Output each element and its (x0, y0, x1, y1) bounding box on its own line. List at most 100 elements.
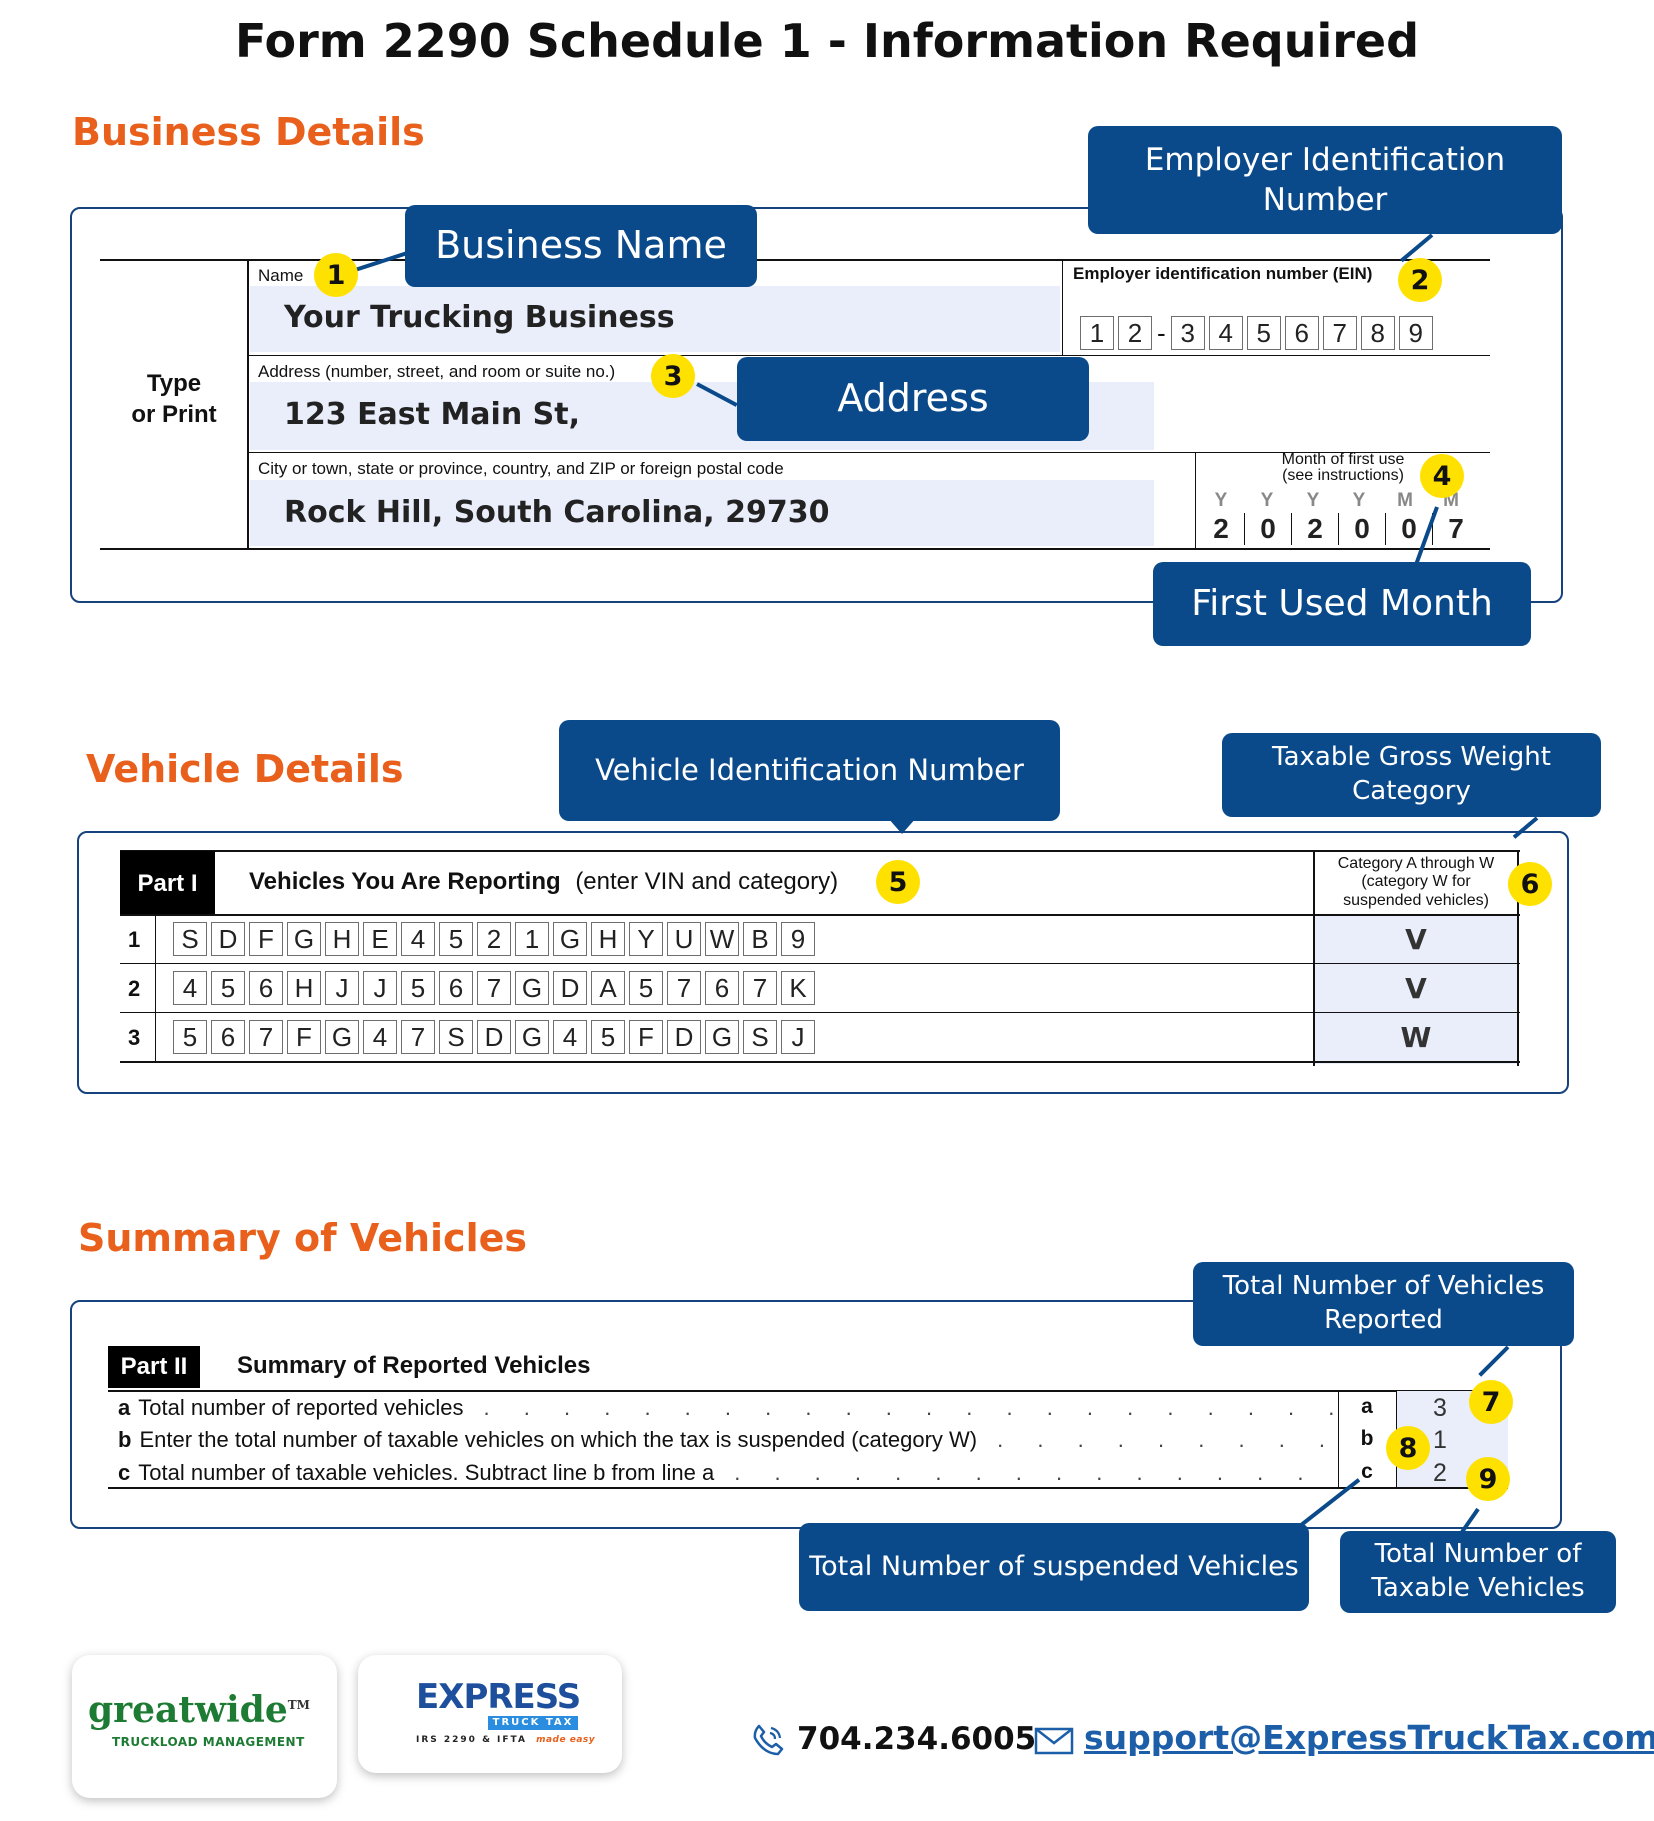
summary-line-value[interactable]: 3 (1433, 1394, 1447, 1422)
ein-digit-box[interactable]: 2 (1118, 316, 1152, 350)
vin-character-box[interactable]: 7 (401, 1020, 435, 1054)
vehicle-category-value[interactable]: V (1405, 972, 1427, 1005)
vin-character-box[interactable]: F (287, 1020, 321, 1054)
vin-character-box[interactable]: D (477, 1020, 511, 1054)
vin-character-box[interactable]: 5 (401, 971, 435, 1005)
vin-character-box[interactable]: 4 (173, 971, 207, 1005)
vin-character-box[interactable]: G (325, 1020, 359, 1054)
vehicle-row-number: 3 (128, 1025, 141, 1050)
vin-character-box[interactable]: 6 (249, 971, 283, 1005)
vin-row-rule-3 (120, 1061, 1520, 1063)
vin-character-box[interactable]: 5 (173, 1020, 207, 1054)
month-digit[interactable]: 7 (1432, 513, 1479, 545)
vin-character-box[interactable]: H (591, 922, 625, 956)
ein-digit-box[interactable]: 6 (1284, 316, 1319, 350)
month-digit[interactable]: 0 (1385, 513, 1432, 545)
vin-character-box[interactable]: G (287, 922, 321, 956)
category-header: Category A through W (category W for sus… (1316, 855, 1516, 910)
ein-digit-box[interactable]: 8 (1360, 316, 1395, 350)
month-digit[interactable]: 0 (1338, 513, 1385, 545)
vehicle-category-value[interactable]: W (1400, 1021, 1432, 1054)
ein-digit-box[interactable]: 1 (1080, 316, 1114, 350)
vin-character-box[interactable]: J (781, 1020, 815, 1054)
summary-line-code: a (1361, 1395, 1373, 1418)
vin-character-box[interactable]: 1 (515, 922, 549, 956)
summary-line-value[interactable]: 2 (1433, 1459, 1447, 1487)
ein-digit-box[interactable]: 7 (1322, 316, 1357, 350)
month-label: Month of first use (see instructions) (1238, 452, 1448, 484)
vin-character-box[interactable]: F (249, 922, 283, 956)
summary-line-value[interactable]: 1 (1433, 1426, 1447, 1454)
month-header-letter: Y (1306, 490, 1320, 511)
vin-character-box[interactable]: 6 (211, 1020, 245, 1054)
vin-character-box[interactable]: 4 (553, 1020, 587, 1054)
summary-line-text: Total number of reported vehicles (138, 1395, 464, 1420)
vin-character-box[interactable]: 7 (667, 971, 701, 1005)
ein-digit-box[interactable]: 9 (1398, 316, 1433, 350)
vin-character-box[interactable]: J (363, 971, 397, 1005)
month-header-letter: Y (1214, 490, 1228, 511)
vin-character-box[interactable]: B (743, 922, 777, 956)
ein-digit-box[interactable]: 4 (1208, 316, 1243, 350)
name-field[interactable] (250, 286, 1060, 352)
vin-character-box[interactable]: 7 (743, 971, 777, 1005)
vin-character-box[interactable]: E (363, 922, 397, 956)
badge-2: 2 (1398, 258, 1442, 302)
vin-character-box[interactable]: 5 (211, 971, 245, 1005)
vin-character-box[interactable]: G (515, 1020, 549, 1054)
vin-character-box[interactable]: G (553, 922, 587, 956)
month-digit[interactable]: 2 (1291, 513, 1338, 545)
vin-character-box[interactable]: H (325, 922, 359, 956)
vin-character-box[interactable]: 9 (781, 922, 815, 956)
ein-digit-box[interactable]: 5 (1246, 316, 1281, 350)
vin-character-box[interactable]: 4 (363, 1020, 397, 1054)
vin-character-box[interactable]: Y (629, 922, 663, 956)
vin-character-box[interactable]: A (591, 971, 625, 1005)
vin-character-box[interactable]: S (743, 1020, 777, 1054)
ein-digit-box[interactable]: 3 (1170, 316, 1205, 350)
vin-row-rule-0 (120, 914, 1520, 916)
vin-character-box[interactable]: D (667, 1020, 701, 1054)
express-sub: IRS 2290 & IFTA (416, 1735, 527, 1745)
vin-character-box[interactable]: H (287, 971, 321, 1005)
vin-character-box[interactable]: G (515, 971, 549, 1005)
vin-character-box[interactable]: 6 (705, 971, 739, 1005)
vin-character-box[interactable]: 4 (401, 922, 435, 956)
category-header-line1: Category A through W (1337, 855, 1495, 872)
dot-leader: . . . . . . . . . . . . . . . . . . . . … (997, 1427, 1333, 1452)
vin-character-box[interactable]: U (667, 922, 701, 956)
vin-character-box[interactable]: S (439, 1020, 473, 1054)
vehicle-category-value[interactable]: V (1405, 923, 1427, 956)
month-digit[interactable]: 2 (1213, 513, 1229, 544)
vin-character-box[interactable]: 6 (439, 971, 473, 1005)
support-email-link[interactable]: support@ExpressTruckTax.com (1084, 1718, 1654, 1757)
vin-character-box[interactable]: J (325, 971, 359, 1005)
part2-label: Part II (108, 1346, 200, 1388)
vin-character-box[interactable]: 5 (439, 922, 473, 956)
vin-character-box[interactable]: 2 (477, 922, 511, 956)
category-fill (1315, 916, 1518, 1064)
category-header-line3: suspended vehicles) (1343, 891, 1489, 909)
callout-taxable-vehicles: Total Number of Taxable Vehicles (1340, 1531, 1616, 1613)
phone-number[interactable]: 704.234.6005 (797, 1721, 1037, 1757)
vin-character-box[interactable]: 7 (477, 971, 511, 1005)
vin-character-box[interactable]: K (781, 971, 815, 1005)
express-tagline: IRS 2290 & IFTA made easy (416, 1735, 595, 1745)
vin-character-box[interactable]: S (173, 922, 207, 956)
vin-character-box[interactable]: 5 (629, 971, 663, 1005)
city-field[interactable] (250, 480, 1154, 546)
month-digit[interactable]: 0 (1244, 513, 1291, 545)
vin-character-box[interactable]: 5 (591, 1020, 625, 1054)
vin-character-box[interactable]: G (705, 1020, 739, 1054)
vin-character-box[interactable]: 7 (249, 1020, 283, 1054)
vin-character-box[interactable]: W (705, 922, 739, 956)
ein-dash[interactable]: - (1157, 317, 1166, 348)
vin-character-box[interactable]: D (553, 971, 587, 1005)
vin-character-box[interactable]: F (629, 1020, 663, 1054)
vin-character-box[interactable]: D (211, 922, 245, 956)
